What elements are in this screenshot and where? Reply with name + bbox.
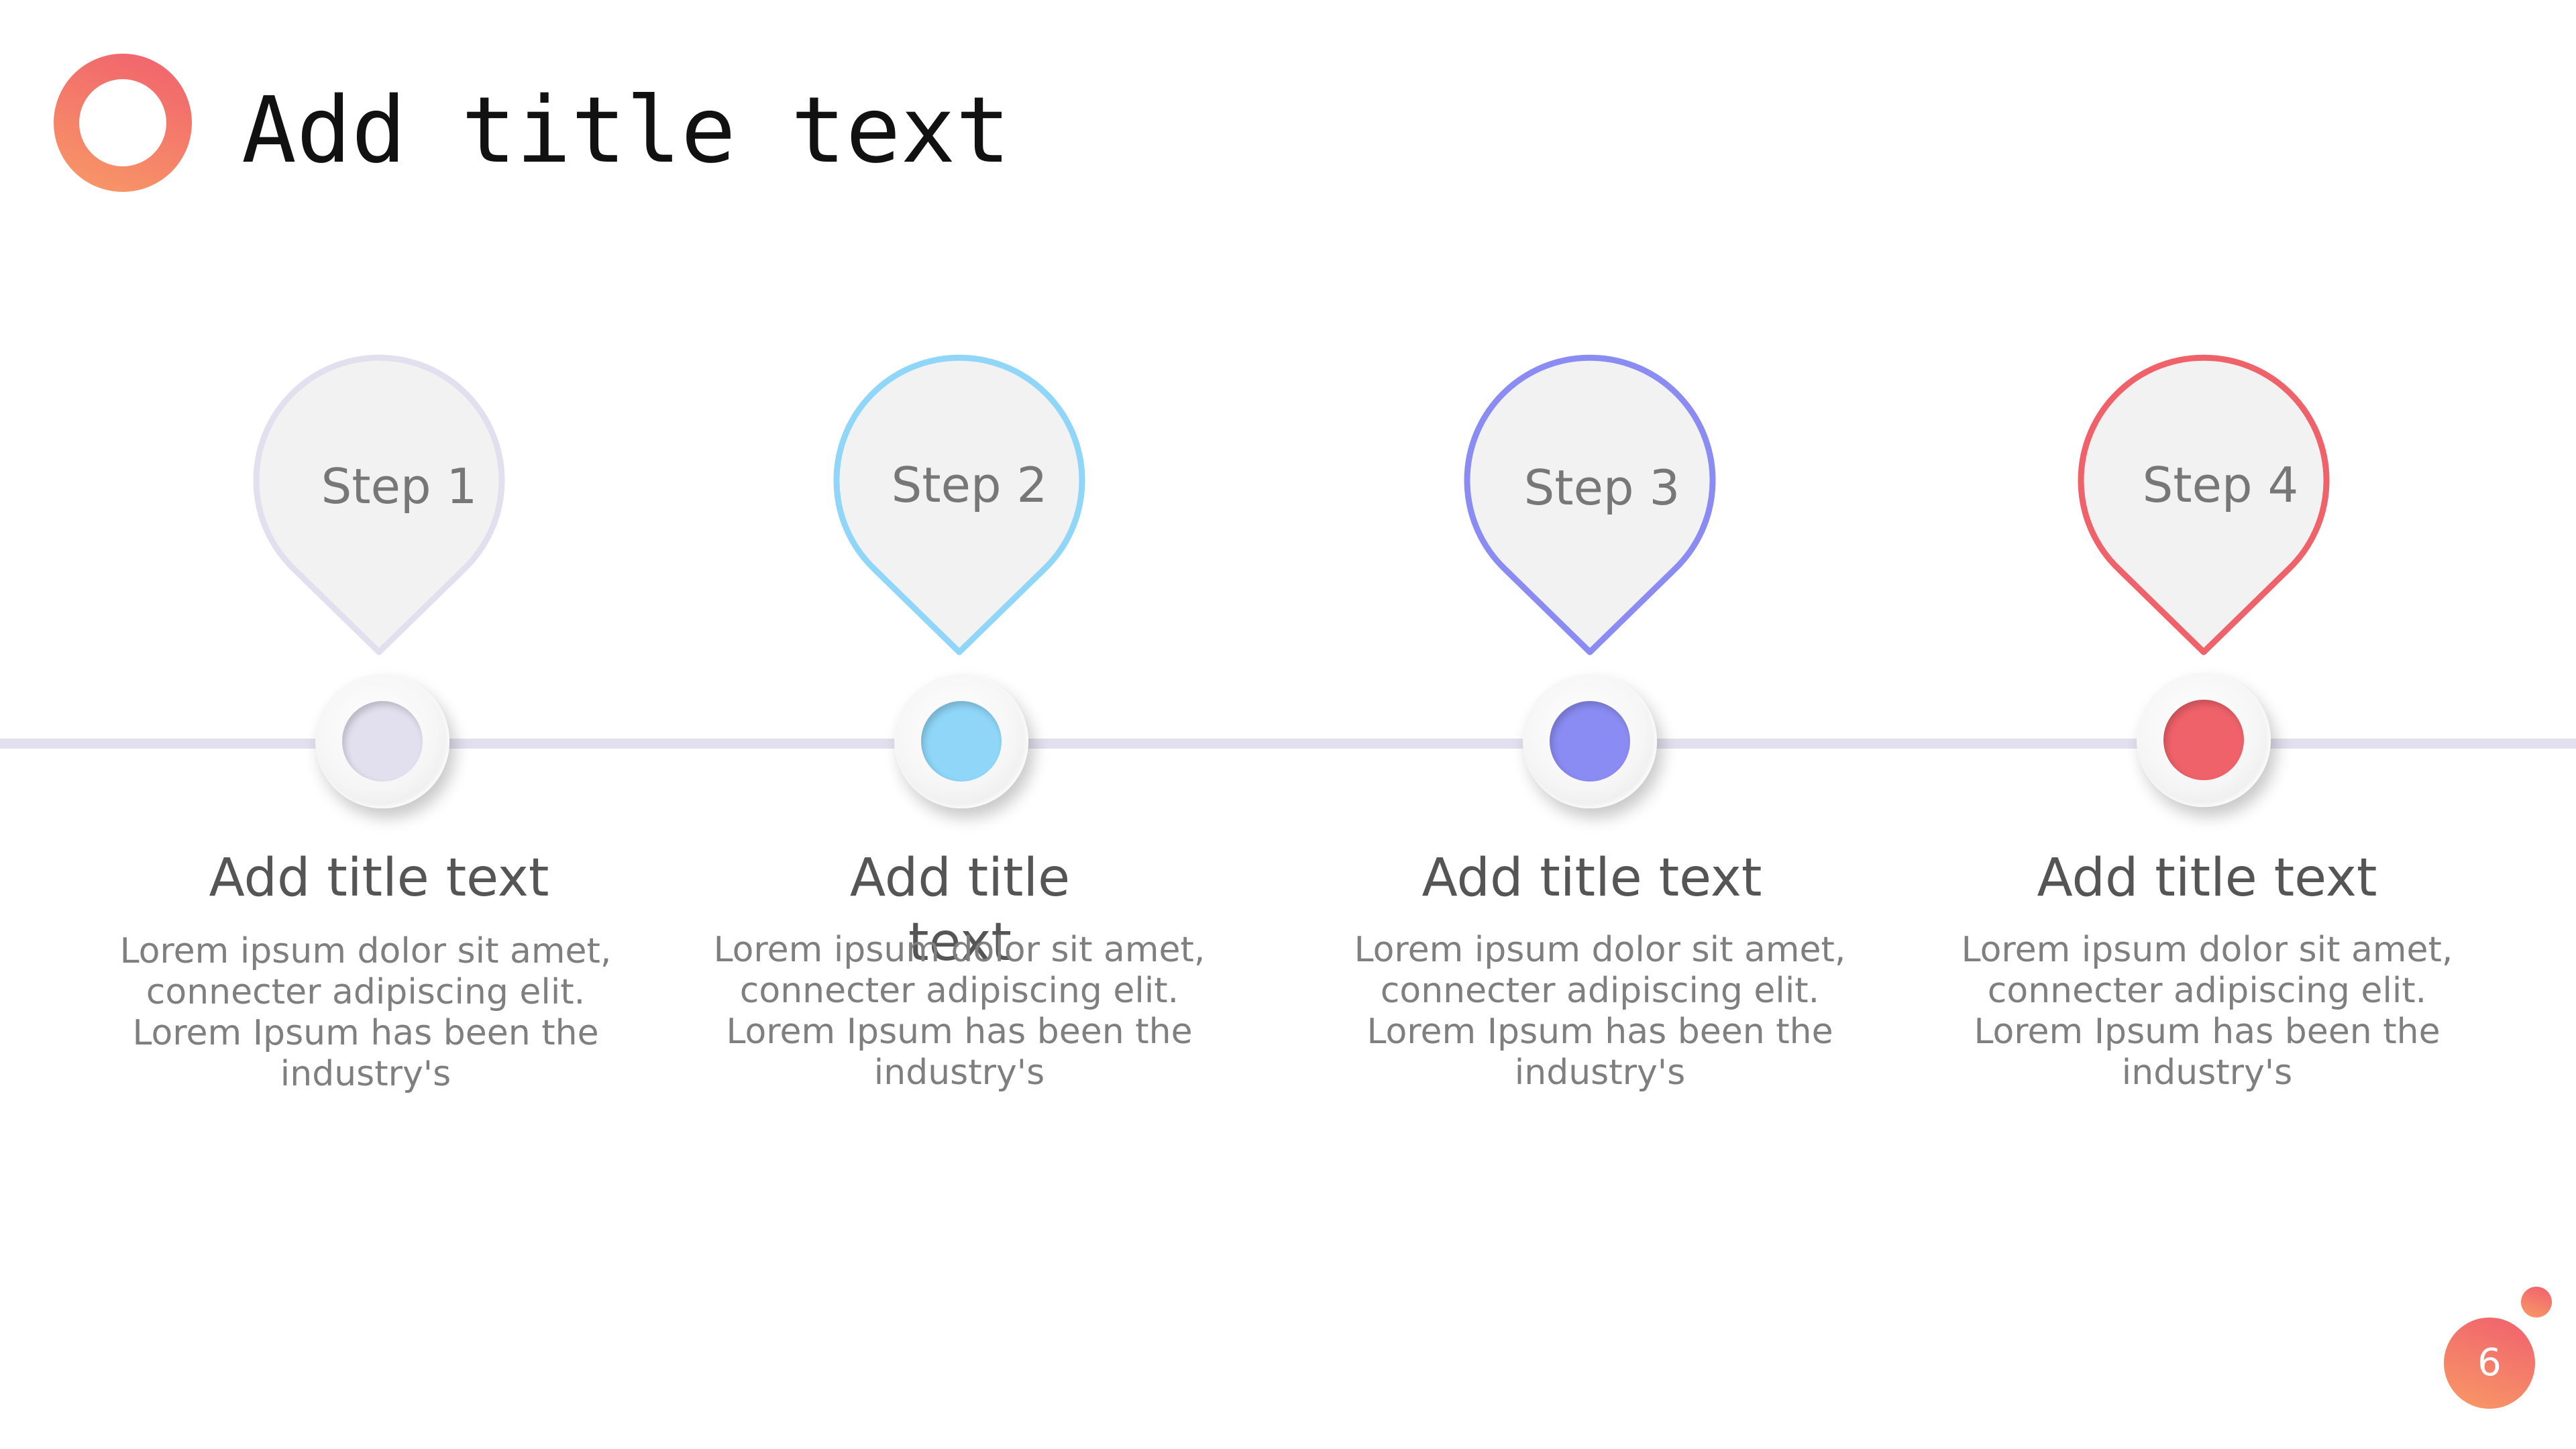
step-1-title: Add title text bbox=[209, 848, 549, 908]
step-2-title: Add title text bbox=[849, 848, 1071, 973]
page-title: Add title text bbox=[241, 78, 1011, 184]
step-3-dot bbox=[1550, 701, 1630, 782]
step-4-dot bbox=[2163, 700, 2244, 780]
step-1-body: Lorem ipsum dolor sit amet, connecter ad… bbox=[119, 931, 612, 1094]
step-1-pin bbox=[253, 354, 505, 655]
step-3-node bbox=[1523, 674, 1657, 808]
page-number-badge: 6 bbox=[2444, 1318, 2535, 1409]
step-1-node bbox=[315, 674, 449, 808]
step-4-title: Add title text bbox=[2037, 848, 2377, 908]
step-2-body: Lorem ipsum dolor sit amet, connecter ad… bbox=[713, 930, 1205, 1093]
step-1-label: Step 1 bbox=[321, 458, 478, 515]
step-3-body: Lorem ipsum dolor sit amet, connecter ad… bbox=[1354, 930, 1846, 1093]
step-3-title: Add title text bbox=[1421, 848, 1762, 908]
step-2-pin bbox=[833, 354, 1085, 655]
step-4-node bbox=[2137, 673, 2271, 807]
step-2-dot bbox=[921, 701, 1002, 782]
step-4-pin bbox=[2078, 354, 2330, 655]
step-1-dot bbox=[342, 701, 423, 782]
timeline-line bbox=[0, 739, 2576, 749]
step-4-body: Lorem ipsum dolor sit amet, connecter ad… bbox=[1961, 930, 2453, 1093]
step-2-node bbox=[894, 674, 1028, 808]
step-3-label: Step 3 bbox=[1523, 460, 1680, 516]
step-4-label: Step 4 bbox=[2142, 457, 2299, 513]
page-badge-dot-icon bbox=[2521, 1287, 2552, 1318]
step-3-pin bbox=[1464, 354, 1716, 655]
step-2-label: Step 2 bbox=[891, 457, 1048, 513]
logo-ring-icon bbox=[54, 54, 192, 192]
